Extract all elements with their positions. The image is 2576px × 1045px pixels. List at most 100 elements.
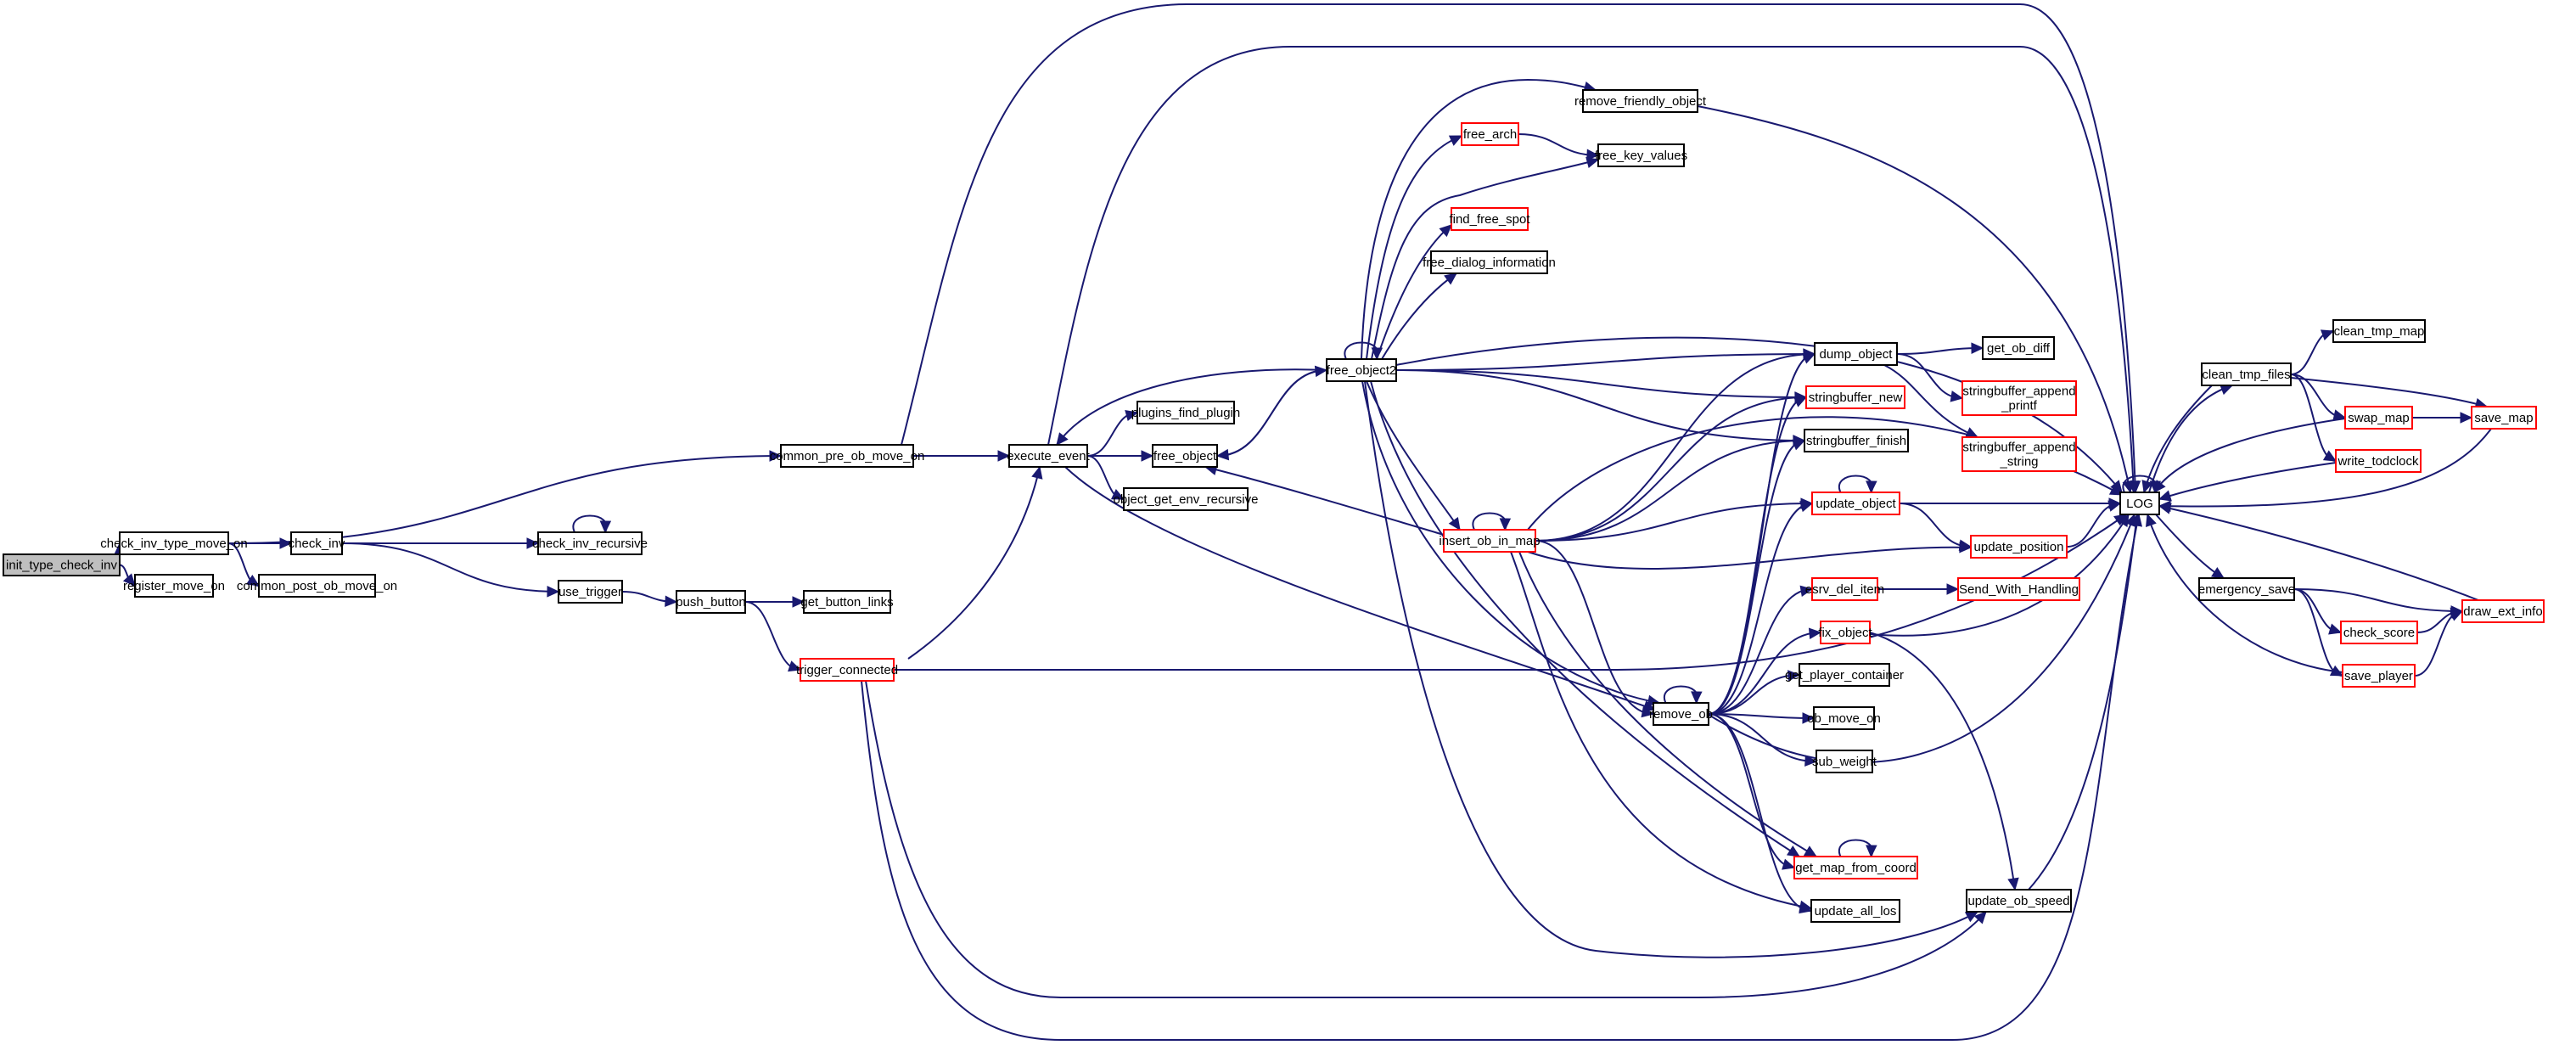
node-stringbuffer_finish[interactable]: stringbuffer_finish [1804,429,1909,452]
node-box[interactable] [537,531,643,555]
node-clean_tmp_files[interactable]: clean_tmp_files [2201,362,2292,386]
node-box[interactable] [2335,449,2422,473]
node-check_score[interactable]: check_score [2340,621,2418,644]
node-swap_map[interactable]: swap_map [2344,406,2413,430]
node-box[interactable] [1443,529,1536,553]
node-box[interactable] [1811,577,1878,601]
node-get_map_from_coord[interactable]: get_map_from_coord [1793,856,1918,879]
node-box[interactable] [258,574,376,598]
node-get_player_container[interactable]: get_player_container [1785,663,1904,687]
node-stringbuffer_new[interactable]: stringbuffer_new [1805,385,1905,409]
node-box[interactable] [2344,406,2413,430]
node-box[interactable] [134,574,214,598]
node-remove_friendly_object[interactable]: remove_friendly_object [1574,89,1707,113]
node-box[interactable] [1804,429,1909,452]
node-init_type_check_inv[interactable]: init_type_check_inv [3,553,121,576]
node-box[interactable] [1326,358,1397,382]
node-register_move_on[interactable]: register_move_on [123,574,225,598]
node-box[interactable] [2340,621,2418,644]
node-box[interactable] [1961,380,2077,416]
node-update_object[interactable]: update_object [1811,492,1900,515]
node-remove_ob[interactable]: remove_ob [1649,702,1713,726]
node-box[interactable] [1810,899,1900,923]
node-free_key_values[interactable]: free_key_values [1595,143,1687,167]
node-box[interactable] [2461,599,2545,623]
node-box[interactable] [1966,889,2072,913]
node-stringbuffer_append_string[interactable]: stringbuffer_append_string [1961,436,2077,472]
node-box[interactable] [1970,535,2068,559]
node-box[interactable] [2342,664,2416,688]
node-box[interactable] [803,590,891,614]
node-common_post_ob_move_on[interactable]: common_post_ob_move_on [237,574,397,598]
node-box[interactable] [1961,436,2077,472]
node-box[interactable] [1136,401,1235,424]
node-box[interactable] [800,658,895,682]
node-box[interactable] [1957,577,2080,601]
node-box[interactable] [1597,143,1685,167]
node-find_free_spot[interactable]: find_free_spot [1449,207,1530,231]
node-push_button[interactable]: push_button [676,590,746,614]
node-free_dialog_information[interactable]: free_dialog_information [1423,250,1556,274]
node-insert_ob_in_map[interactable]: insert_ob_in_map [1439,529,1541,553]
node-emergency_save[interactable]: emergency_save [2198,577,2295,601]
node-Send_With_Handling[interactable]: Send_With_Handling [1957,577,2080,601]
node-box[interactable] [1982,336,2055,360]
node-box[interactable] [290,531,343,555]
node-ob_move_on[interactable]: ob_move_on [1807,706,1881,730]
node-box[interactable] [1799,663,1890,687]
node-box[interactable] [1123,487,1249,511]
node-free_object2[interactable]: free_object2 [1326,358,1397,382]
node-box[interactable] [1814,342,1898,366]
node-box[interactable] [676,590,746,614]
node-check_inv_type_move_on[interactable]: check_inv_type_move_on [100,531,248,555]
node-get_button_links[interactable]: get_button_links [800,590,894,614]
node-dump_object[interactable]: dump_object [1814,342,1898,366]
node-update_all_los[interactable]: update_all_los [1810,899,1900,923]
node-check_inv[interactable]: check_inv [289,531,345,555]
node-box[interactable] [1816,750,1873,773]
node-clean_tmp_map[interactable]: clean_tmp_map [2332,319,2426,343]
node-box[interactable] [1793,856,1918,879]
node-LOG[interactable]: LOG [2119,492,2160,515]
node-box[interactable] [2332,319,2426,343]
node-box[interactable] [1152,444,1218,468]
node-update_position[interactable]: update_position [1970,535,2068,559]
node-plugins_find_plugin[interactable]: plugins_find_plugin [1131,401,1240,424]
node-box[interactable] [3,553,121,576]
node-box[interactable] [1582,89,1698,113]
node-trigger_connected[interactable]: trigger_connected [796,658,898,682]
node-write_todclock[interactable]: write_todclock [2335,449,2422,473]
node-update_ob_speed[interactable]: update_ob_speed [1966,889,2072,913]
node-box[interactable] [558,580,623,604]
node-box[interactable] [1653,702,1709,726]
node-get_ob_diff[interactable]: get_ob_diff [1982,336,2055,360]
node-box[interactable] [2119,492,2160,515]
node-box[interactable] [780,444,914,468]
node-box[interactable] [2471,406,2537,430]
node-execute_event[interactable]: execute_event [1007,444,1091,468]
node-free_arch[interactable]: free_arch [1461,122,1519,146]
node-common_pre_ob_move_on[interactable]: common_pre_ob_move_on [770,444,925,468]
node-box[interactable] [1430,250,1548,274]
node-box[interactable] [1461,122,1519,146]
node-save_map[interactable]: save_map [2471,406,2537,430]
node-box[interactable] [1813,706,1875,730]
node-box[interactable] [1451,207,1529,231]
node-draw_ext_info[interactable]: draw_ext_info [2461,599,2545,623]
node-esrv_del_item[interactable]: esrv_del_item [1805,577,1884,601]
node-stringbuffer_append_printf[interactable]: stringbuffer_append_printf [1961,380,2077,416]
node-box[interactable] [1811,492,1900,515]
node-save_player[interactable]: save_player [2342,664,2416,688]
node-box[interactable] [2201,362,2292,386]
node-use_trigger[interactable]: use_trigger [558,580,623,604]
node-fix_object[interactable]: fix_object [1818,621,1873,644]
node-object_get_env_recursive[interactable]: object_get_env_recursive [1114,487,1259,511]
node-box[interactable] [1820,621,1871,644]
node-sub_weight[interactable]: sub_weight [1812,750,1877,773]
node-check_inv_recursive[interactable]: check_inv_recursive [532,531,648,555]
node-box[interactable] [1805,385,1905,409]
node-box[interactable] [119,531,229,555]
node-box[interactable] [2198,577,2295,601]
node-free_object[interactable]: free_object [1152,444,1218,468]
node-box[interactable] [1008,444,1088,468]
